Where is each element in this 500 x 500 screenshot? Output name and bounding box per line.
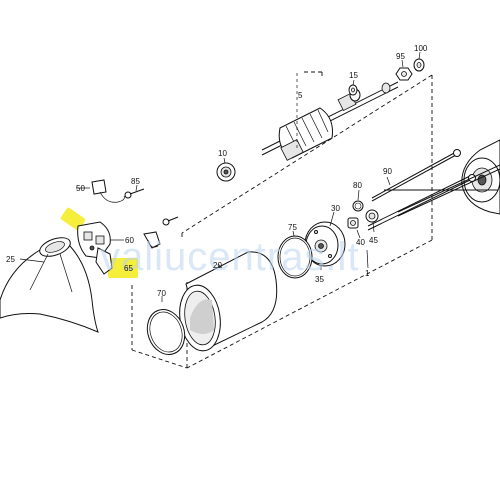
- callout-70: 70: [157, 289, 166, 298]
- nut-part: [395, 59, 413, 81]
- terminal-clip-part: [143, 231, 161, 249]
- end-cap-o-ring: [277, 230, 313, 279]
- bearing-part: [216, 157, 236, 182]
- callout-35: 35: [315, 275, 324, 284]
- frame-o-ring: [146, 296, 186, 355]
- callout-75: 75: [288, 223, 297, 232]
- lock-washer-part: [413, 51, 425, 72]
- callout-30: 30: [331, 204, 340, 213]
- callout-20: 20: [213, 261, 222, 270]
- callout-80: 80: [353, 181, 362, 190]
- brush-clip-part: [76, 179, 125, 203]
- end-cap-part: [304, 211, 346, 270]
- callout-60: 60: [125, 236, 134, 245]
- callout-15: 15: [349, 71, 358, 80]
- callout-95: 95: [396, 52, 405, 61]
- callout-65: 65: [124, 264, 133, 273]
- callout-85: 85: [131, 177, 140, 186]
- callout-labels: 1 5 10 15 20 25 30 35 40 45 50 60 65 70 …: [6, 44, 428, 298]
- drive-end-housing-part: [0, 237, 99, 333]
- starter-frame-part: [179, 251, 278, 352]
- washer-part: [348, 79, 358, 96]
- through-bolt-part: [367, 149, 500, 231]
- o-ring-part: [352, 189, 364, 212]
- callout-50: 50: [76, 184, 85, 193]
- callout-10: 10: [218, 149, 227, 158]
- callout-25: 25: [6, 255, 15, 264]
- screw-part: [124, 184, 145, 199]
- armature-part: [261, 73, 399, 161]
- callout-90: 90: [383, 167, 392, 176]
- spacer-part: [347, 217, 361, 239]
- bushing-part: [365, 209, 379, 233]
- callout-45: 45: [369, 236, 378, 245]
- callout-5: 5: [298, 91, 303, 100]
- callout-100: 100: [414, 44, 428, 53]
- frame-assembly-leader: [366, 249, 369, 269]
- holder-screw-part: [162, 216, 179, 226]
- callout-1: 1: [365, 269, 370, 278]
- callout-40: 40: [356, 238, 365, 247]
- brush-holder-part: [60, 207, 138, 278]
- watermark-text: valiucentras.lt: [100, 235, 360, 279]
